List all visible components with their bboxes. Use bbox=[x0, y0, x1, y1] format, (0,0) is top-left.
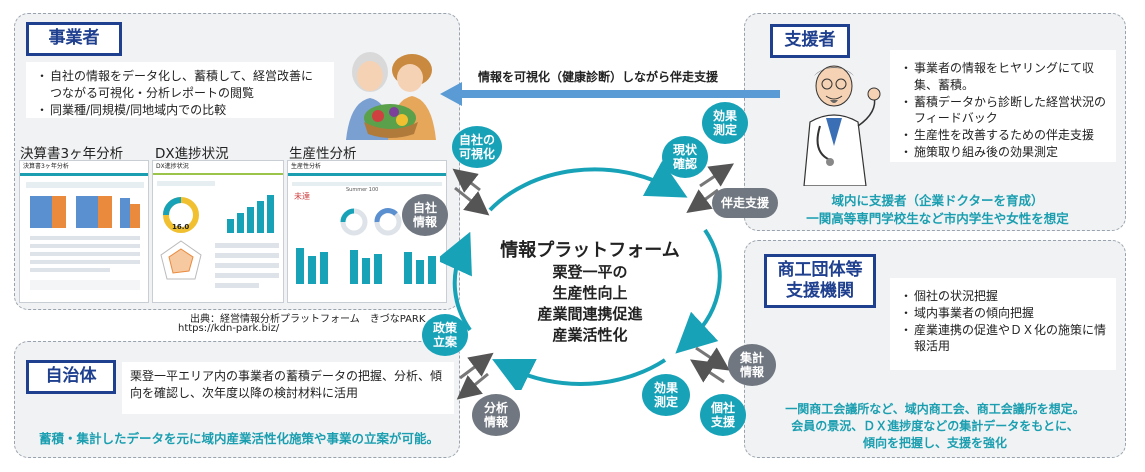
municipality-description: 栗登一平エリア内の事業者の蓄積データの把握、分析、傾向を確認し、次年度以降の検討… bbox=[130, 369, 443, 400]
supporter-bullets: 事業者の情報をヒヤリングにて収集、蓄積。 蓄積データから診断した経営状況のフィー… bbox=[890, 50, 1116, 162]
individual-support-bubble: 個社 支援 bbox=[700, 394, 746, 436]
self-info-bubble: 自社 情報 bbox=[402, 194, 448, 236]
operators-bullet: 自社の情報をデータ化し、蓄積して、経営改善につながる可視化・分析レポートの閲覧 bbox=[36, 68, 324, 102]
bubble-text: 可視化 bbox=[458, 147, 495, 161]
platform-line-4: 産業活性化 bbox=[552, 326, 628, 344]
operators-title: 事業者 bbox=[26, 22, 122, 56]
platform-line-3: 産業間連携促進 bbox=[537, 305, 643, 323]
municipality-title: 自治体 bbox=[26, 360, 116, 394]
visualization-arrow-label: 情報を可視化（健康診断）しながら伴走支援 bbox=[478, 70, 719, 84]
supporter-bullet: 生産性を改善するための伴走支援 bbox=[900, 127, 1108, 144]
bubble-text: 確認 bbox=[672, 157, 697, 171]
self-visualization-bubble: 自社の 可視化 bbox=[452, 126, 502, 168]
family-illustration bbox=[346, 52, 436, 140]
status-check-bubble: 現状 確認 bbox=[662, 136, 708, 178]
bubble-text: 支援 bbox=[710, 415, 735, 429]
platform-line-1: 栗登一平の bbox=[552, 263, 628, 281]
municipality-text: 栗登一平エリア内の事業者の蓄積データの把握、分析、傾向を確認し、次年度以降の検討… bbox=[122, 362, 454, 414]
commerce-bullets: 個社の状況把握 域内事業者の傾向把握 産業連携の促進やＤＸ化の施策に情報活用 bbox=[890, 278, 1116, 370]
commerce-title-line1: 商工団体等 bbox=[777, 259, 863, 280]
dx-progress-thumbnail: DX進捗状況 16.0 bbox=[152, 160, 284, 303]
effect-measurement-bottom-bubble: 効果 測定 bbox=[642, 374, 690, 416]
accompany-support-bubble: 伴走支援 bbox=[712, 188, 778, 218]
commerce-title: 商工団体等 支援機関 bbox=[764, 254, 876, 308]
bubble-text: 効果 bbox=[712, 108, 737, 123]
commerce-bullet: 個社の状況把握 bbox=[900, 288, 1108, 305]
bubble-text: 測定 bbox=[653, 395, 678, 409]
analysis-info-bubble: 分析 情報 bbox=[472, 394, 520, 436]
commerce-note-1: 一関商工会議所など、域内商工会、商工会議所を想定。 bbox=[785, 402, 1085, 416]
bubble-text: 伴走支援 bbox=[720, 195, 769, 210]
commerce-title-line2: 支援機関 bbox=[786, 281, 854, 301]
platform-line-2: 生産性向上 bbox=[552, 284, 628, 302]
bubble-text: 効果 bbox=[653, 380, 678, 395]
supporter-bullet: 蓄積データから診断した経営状況のフィードバック bbox=[900, 94, 1108, 128]
commerce-bullet: 産業連携の促進やＤＸ化の施策に情報活用 bbox=[900, 322, 1108, 356]
operators-bullet: 同業種/同規模/同地域内での比較 bbox=[36, 102, 324, 119]
dx-thumb-graphics bbox=[157, 181, 274, 233]
chart-title-dx: DX進捗状況 bbox=[155, 146, 229, 162]
bubble-text: 政策 bbox=[432, 320, 457, 335]
commerce-bullet: 域内事業者の傾向把握 bbox=[900, 305, 1108, 322]
bubble-text: 情報 bbox=[412, 215, 437, 229]
bubble-text: 立案 bbox=[432, 335, 457, 349]
aggregate-info-bubble: 集計 情報 bbox=[728, 344, 776, 386]
supporter-bullet: 施策取り組み後の効果測定 bbox=[900, 144, 1108, 161]
bubble-text: 測定 bbox=[712, 123, 737, 137]
bubble-text: 分析 bbox=[483, 400, 508, 415]
platform-title: 情報プラットフォーム bbox=[500, 240, 680, 261]
dx-radar-graphics bbox=[160, 240, 279, 288]
bubble-text: 情報 bbox=[483, 415, 508, 429]
commerce-note-3: 傾向を把握し、支援を強化 bbox=[862, 436, 1007, 450]
supporter-bullet: 事業者の情報をヒヤリングにて収集、蓄積。 bbox=[900, 60, 1108, 94]
chart-title-financial: 決算書3ヶ年分析 bbox=[20, 146, 124, 162]
supporter-note-2: 一関高等専門学校生など市内学生や女性を想定 bbox=[806, 211, 1069, 226]
operators-bullets: 自社の情報をデータ化し、蓄積して、経営改善につながる可視化・分析レポートの閲覧 … bbox=[26, 62, 334, 118]
visualization-arrow bbox=[440, 82, 780, 106]
platform-cycle bbox=[440, 160, 722, 390]
municipality-note: 蓄積・集計したデータを元に域内産業活性化施策や事業の立案が可能。 bbox=[38, 431, 439, 446]
doctor-illustration bbox=[803, 65, 881, 186]
bubble-text: 情報 bbox=[739, 365, 764, 379]
financial-thumb-graphics bbox=[26, 182, 144, 290]
financial-report-thumbnail: 決算書3ヶ年分析 bbox=[19, 160, 149, 303]
thumb-header: DX進捗状況 bbox=[153, 161, 283, 175]
source-url: https://kdn-park.biz/ bbox=[178, 323, 280, 334]
supporter-title: 支援者 bbox=[770, 24, 850, 58]
chart-title-productivity: 生産性分析 bbox=[289, 146, 357, 162]
gauge-value: 16.0 bbox=[172, 223, 190, 231]
supporter-note-1: 域内に支援者（企業ドクターを育成） bbox=[831, 193, 1044, 208]
commerce-note-2: 会員の景況、ＤＸ進捗度などの集計データをもとに、 bbox=[791, 419, 1079, 433]
effect-measurement-top-bubble: 効果 測定 bbox=[702, 102, 748, 144]
thumb-header: 決算書3ヶ年分析 bbox=[20, 161, 148, 176]
productivity-label: Summer 100 bbox=[346, 187, 379, 193]
policy-planning-bubble: 政策 立案 bbox=[422, 314, 468, 356]
thumb-header: 生産性分析 bbox=[288, 161, 446, 176]
bubble-text: 現状 bbox=[672, 142, 697, 157]
bubble-text: 自社の bbox=[458, 132, 495, 147]
source-line-1: 出典：経営情報分析プラットフォーム きづなPARK bbox=[190, 314, 426, 325]
bubble-text: 個社 bbox=[710, 400, 735, 415]
bubble-text: 自社 bbox=[412, 200, 437, 215]
bubble-text: 集計 bbox=[739, 350, 764, 365]
productivity-status: 未達 bbox=[294, 192, 310, 201]
